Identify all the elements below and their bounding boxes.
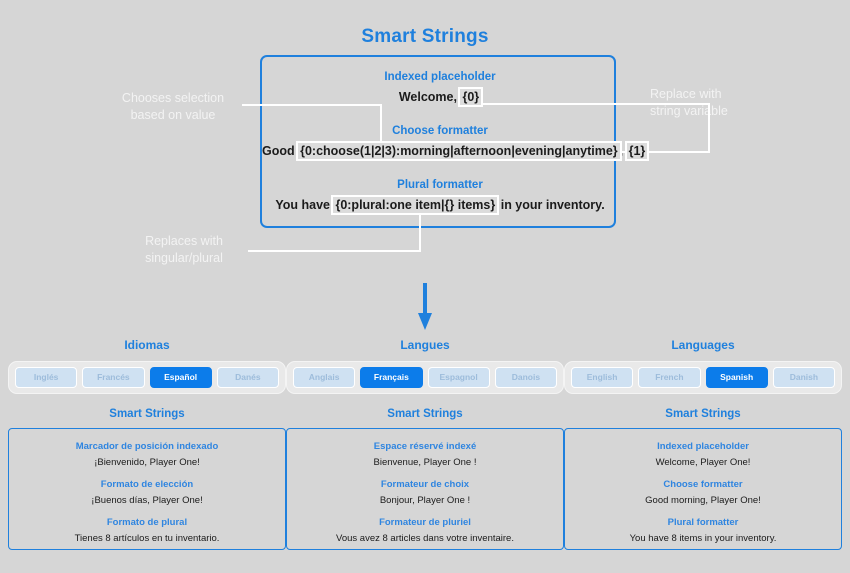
language-group-title-spanish: Idiomas bbox=[124, 338, 170, 352]
result-value-spanish-1: ¡Buenos días, Player One! bbox=[91, 495, 203, 506]
result-label-spanish-2: Formato de plural bbox=[106, 517, 188, 528]
result-label-french-1: Formateur de choix bbox=[380, 479, 470, 490]
connector-left-top-vertical bbox=[380, 104, 382, 152]
language-group-title-english: Languages bbox=[671, 338, 735, 352]
demo-label-plural-formatter: Plural formatter bbox=[397, 179, 483, 191]
result-card-english: Indexed placeholder Welcome, Player One!… bbox=[564, 428, 842, 550]
connector-right-top-vertical bbox=[708, 103, 710, 153]
language-group-title-french: Langues bbox=[400, 338, 450, 352]
demo-value-choose-formatter: Good {0:choose(1|2|3):morning|afternoon|… bbox=[262, 143, 648, 159]
demo-text-suffix-2: in your inventory. bbox=[497, 198, 605, 212]
annotation-replaces-singular-plural: Replaces with singular/plural bbox=[145, 234, 223, 265]
demo-text-prefix-2: You have bbox=[275, 198, 334, 212]
demo-row-choose-formatter: Choose formatter Good {0:choose(1|2|3):m… bbox=[262, 125, 648, 159]
language-button-francais[interactable]: Français bbox=[360, 367, 423, 388]
result-label-spanish-1: Formato de elección bbox=[100, 479, 194, 490]
demo-text-prefix-1: Good bbox=[262, 144, 299, 158]
language-button-french[interactable]: French bbox=[638, 367, 701, 388]
connector-right-top-horizontal bbox=[478, 103, 710, 105]
demo-label-indexed-placeholder: Indexed placeholder bbox=[384, 71, 496, 83]
language-button-ingles[interactable]: Inglés bbox=[15, 367, 78, 388]
result-value-french-2: Vous avez 8 articles dans votre inventai… bbox=[336, 533, 514, 544]
annotation-replace-with-string-variable: Replace with string variable bbox=[650, 87, 728, 118]
demo-highlight-choose-token: {0:choose(1|2|3):morning|afternoon|eveni… bbox=[298, 143, 620, 159]
result-card-french: Espace réservé indexé Bienvenue, Player … bbox=[286, 428, 564, 550]
result-label-french-2: Formateur de pluriel bbox=[379, 517, 471, 528]
connector-left-top-horizontal bbox=[242, 104, 382, 106]
demo-value-indexed-placeholder: Welcome, {0} bbox=[262, 89, 618, 105]
result-card-spanish: Marcador de posición indexado ¡Bienvenid… bbox=[8, 428, 286, 550]
page-title: Smart Strings bbox=[361, 26, 489, 47]
result-column-french: Smart Strings Espace réservé indexé Bien… bbox=[286, 408, 564, 550]
language-button-danois[interactable]: Danois bbox=[494, 367, 557, 388]
result-column-english: Smart Strings Indexed placeholder Welcom… bbox=[564, 408, 842, 550]
language-button-bar-french[interactable]: Anglais Français Espagnol Danois bbox=[286, 361, 564, 394]
result-value-english-1: Good morning, Player One! bbox=[645, 495, 761, 506]
result-value-french-1: Bonjour, Player One ! bbox=[379, 495, 471, 506]
language-button-bar-english[interactable]: English French Spanish Danish bbox=[564, 361, 842, 394]
connector-left-bottom-horizontal bbox=[248, 250, 421, 252]
demo-row-indexed-placeholder: Indexed placeholder Welcome, {0} bbox=[262, 71, 618, 105]
language-button-anglais[interactable]: Anglais bbox=[293, 367, 356, 388]
annotation-chooses-selection: Chooses selection based on value bbox=[121, 91, 225, 122]
result-value-french-0: Bienvenue, Player One ! bbox=[373, 457, 477, 468]
demo-highlight-index-token: {0} bbox=[460, 89, 482, 105]
down-arrow-icon bbox=[418, 283, 432, 330]
language-button-spanish[interactable]: Spanish bbox=[705, 367, 768, 388]
demo-highlight-plural-token: {0:plural:one item|{} items} bbox=[333, 197, 498, 213]
smart-strings-demo-panel: Indexed placeholder Welcome, {0} Choose … bbox=[260, 55, 648, 228]
result-label-english-2: Plural formatter bbox=[667, 517, 739, 528]
result-label-english-0: Indexed placeholder bbox=[657, 441, 749, 452]
language-button-danish[interactable]: Danish bbox=[772, 367, 835, 388]
language-button-bar-spanish[interactable]: Inglés Francés Español Danés bbox=[8, 361, 286, 394]
result-label-english-1: Choose formatter bbox=[663, 479, 743, 490]
demo-value-plural-formatter: You have {0:plural:one item|{} items} in… bbox=[262, 197, 618, 213]
language-group-french: Langues Anglais Français Espagnol Danois bbox=[286, 338, 564, 394]
language-button-espagnol[interactable]: Espagnol bbox=[427, 367, 490, 388]
result-value-english-2: You have 8 items in your inventory. bbox=[629, 533, 777, 544]
connector-right-top-tail bbox=[598, 151, 710, 153]
language-button-danes[interactable]: Danés bbox=[216, 367, 279, 388]
language-group-spanish: Idiomas Inglés Francés Español Danés bbox=[8, 338, 286, 394]
demo-row-plural-formatter: Plural formatter You have {0:plural:one … bbox=[262, 179, 618, 213]
result-label-french-0: Espace réservé indexé bbox=[373, 441, 477, 452]
result-label-spanish-0: Marcador de posición indexado bbox=[75, 441, 219, 452]
demo-highlight-index-token-1: {1} bbox=[626, 143, 648, 159]
connector-left-bottom-vertical bbox=[419, 212, 421, 252]
language-button-espanol[interactable]: Español bbox=[149, 367, 212, 388]
result-title-french: Smart Strings bbox=[387, 408, 463, 420]
language-button-english[interactable]: English bbox=[571, 367, 634, 388]
result-title-english: Smart Strings bbox=[665, 408, 741, 420]
language-button-frances[interactable]: Francés bbox=[82, 367, 145, 388]
result-value-spanish-2: Tienes 8 artículos en tu inventario. bbox=[74, 533, 220, 544]
demo-label-choose-formatter: Choose formatter bbox=[392, 125, 488, 137]
demo-text-prefix-0: Welcome, bbox=[398, 90, 461, 104]
result-value-english-0: Welcome, Player One! bbox=[655, 457, 751, 468]
result-value-spanish-0: ¡Bienvenido, Player One! bbox=[94, 457, 200, 468]
result-column-spanish: Smart Strings Marcador de posición index… bbox=[8, 408, 286, 550]
language-group-english: Languages English French Spanish Danish bbox=[564, 338, 842, 394]
result-title-spanish: Smart Strings bbox=[109, 408, 185, 420]
